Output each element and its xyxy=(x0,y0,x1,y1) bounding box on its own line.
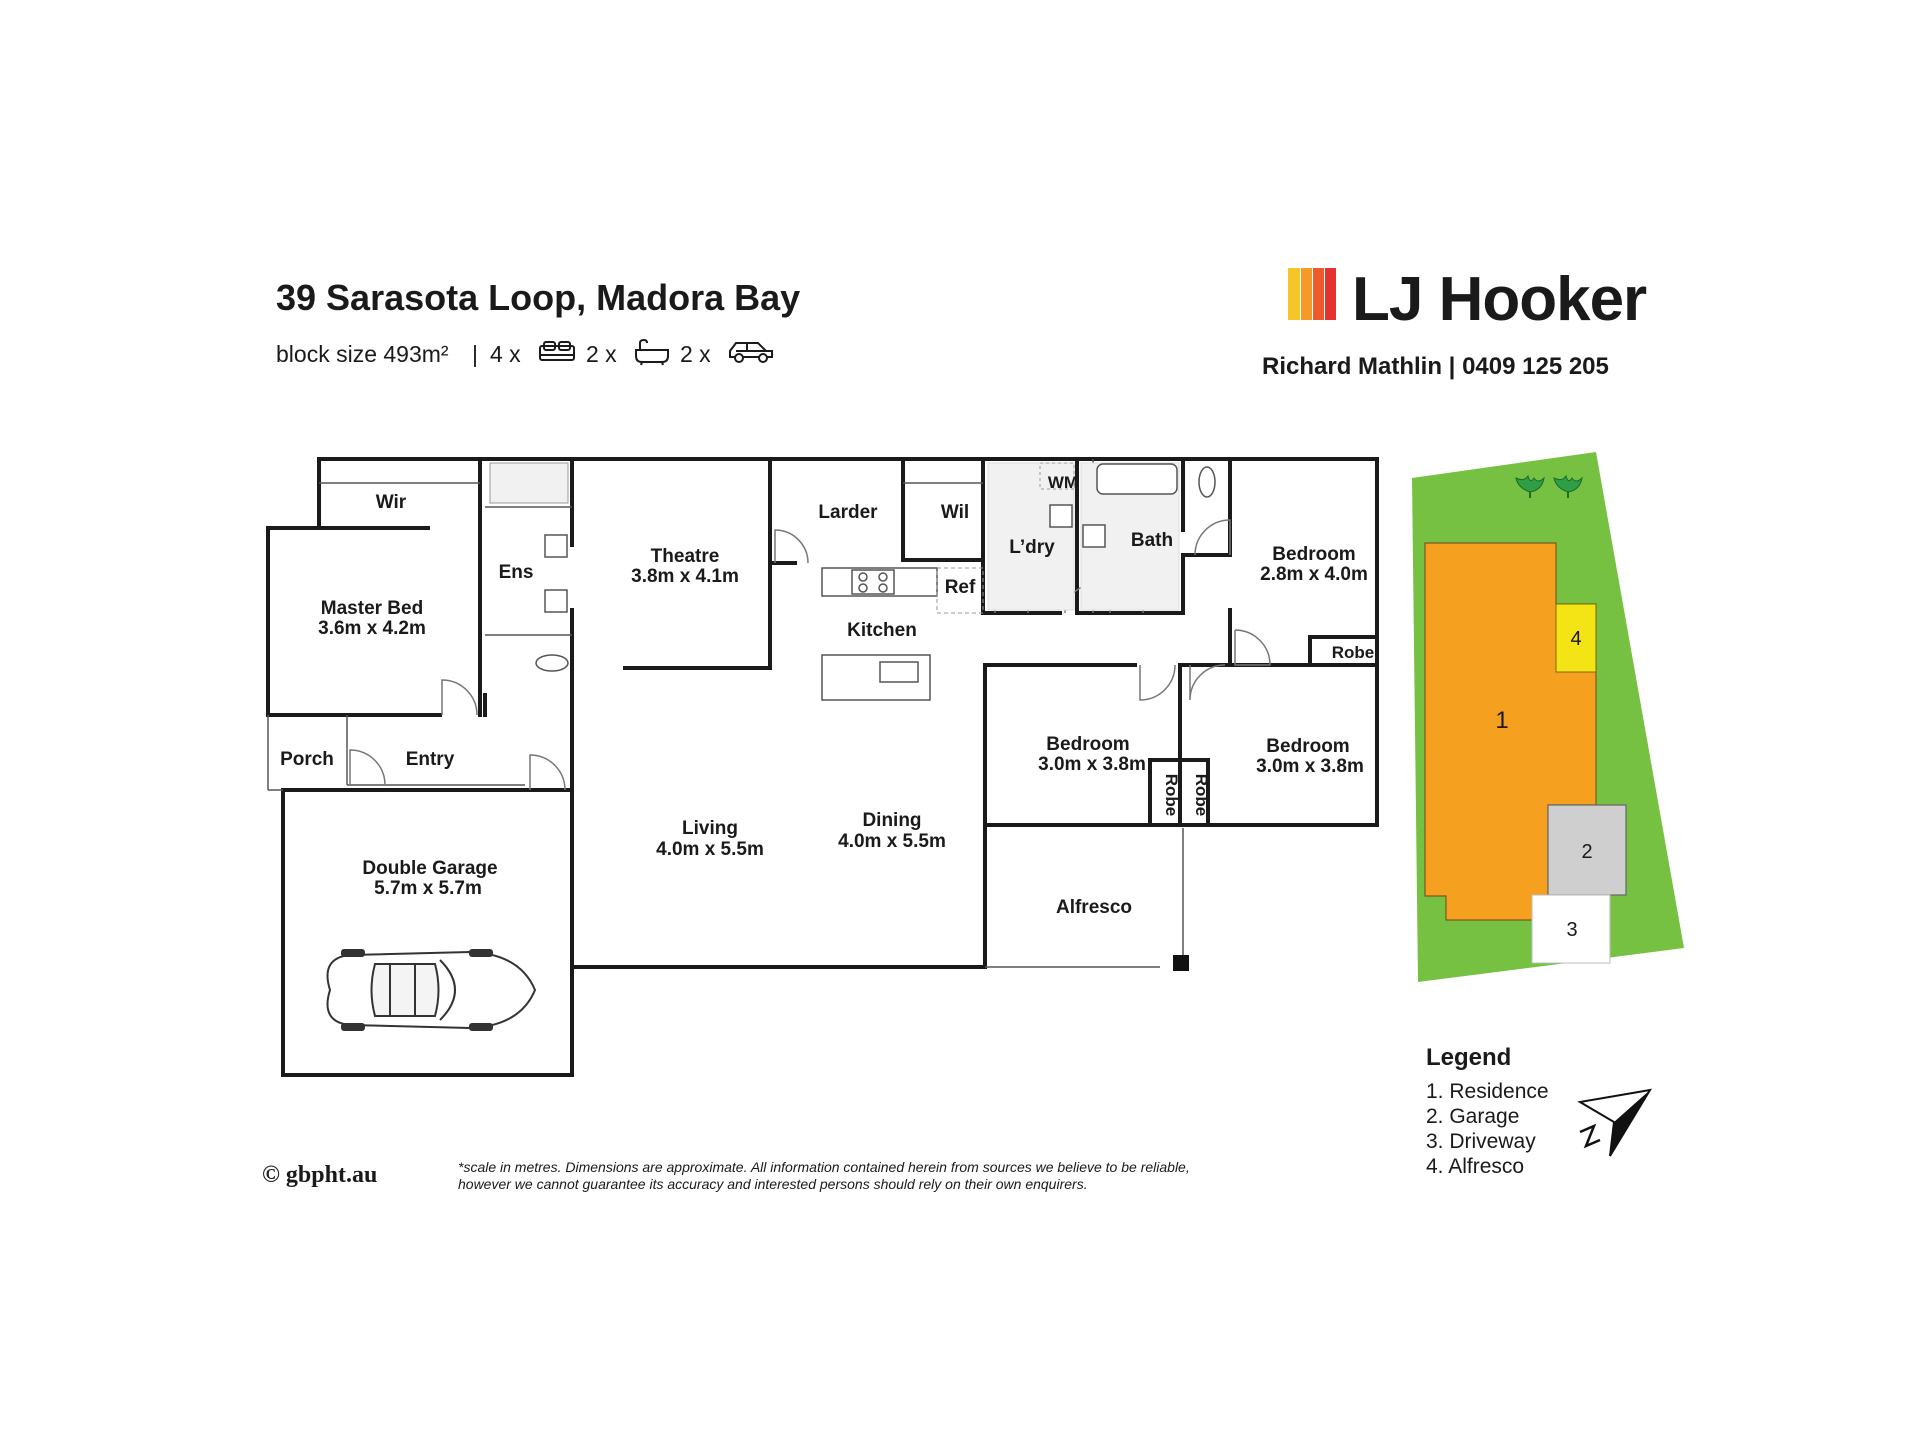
room-robe-b: Robe xyxy=(1192,774,1211,817)
bed-icon xyxy=(539,341,575,361)
room-bedroom-e-name: Bedroom xyxy=(1266,736,1349,757)
brand-color-bars xyxy=(1288,268,1336,320)
site-driveway xyxy=(1531,894,1611,964)
ensuite-vanity-1 xyxy=(544,534,568,558)
car-icon xyxy=(326,949,537,1031)
ensuite-toilet xyxy=(535,654,569,672)
room-larder: Larder xyxy=(818,502,878,523)
brand-logo: LJ Hooker xyxy=(1288,265,1648,334)
legend-title: Legend xyxy=(1426,1044,1511,1071)
site-plan: 1 2 3 4 xyxy=(1412,452,1684,982)
floor-plan: Wir Ens Master Bed 3.6m x 4.2m Theatre 3… xyxy=(266,457,1379,1077)
room-dining-name: Dining xyxy=(862,810,921,831)
room-master-bed-name: Master Bed xyxy=(321,598,423,619)
room-laundry: L’dry xyxy=(1009,537,1055,558)
room-master-bed-dim: 3.6m x 4.2m xyxy=(318,618,426,639)
agent-contact: Richard Mathlin | 0409 125 205 xyxy=(1262,353,1609,380)
laundry-floor xyxy=(987,462,1075,611)
label-washing-machine: WM xyxy=(1048,473,1078,492)
legend-item-garage: 2. Garage xyxy=(1426,1105,1519,1128)
room-porch: Porch xyxy=(280,749,334,770)
disclaimer-line-2: however we cannot guarantee its accuracy… xyxy=(458,1176,1088,1192)
room-bedroom-c-dim: 3.0m x 3.8m xyxy=(1038,754,1146,775)
legend-item-residence: 1. Residence xyxy=(1426,1080,1549,1103)
label-fridge: Ref xyxy=(945,577,976,598)
room-garage-dim: 5.7m x 5.7m xyxy=(374,878,482,899)
brand-bar-1 xyxy=(1288,268,1300,320)
room-bath: Bath xyxy=(1131,530,1173,551)
site-label-4: 4 xyxy=(1570,628,1581,650)
ensuite-shower xyxy=(489,462,569,504)
island-sink xyxy=(879,661,919,683)
copyright: © gbpht.au xyxy=(262,1162,377,1188)
bath-vanity xyxy=(1082,524,1106,548)
room-robe-a: Robe xyxy=(1162,774,1181,817)
room-living-dim: 4.0m x 5.5m xyxy=(656,839,764,860)
tree-icon xyxy=(1515,474,1545,498)
legend: Legend 1. Residence 2. Garage 3. Drivewa… xyxy=(1426,1044,1652,1178)
bath-icon xyxy=(635,338,669,366)
site-alfresco xyxy=(1555,603,1597,673)
site-label-3: 3 xyxy=(1566,919,1577,941)
site-garage xyxy=(1547,804,1627,896)
room-ensuite: Ens xyxy=(499,562,534,583)
north-arrow-icon xyxy=(1577,1088,1652,1157)
room-bedroom-e-dim: 3.0m x 3.8m xyxy=(1256,756,1364,777)
ensuite-vanity-2 xyxy=(544,589,568,613)
alfresco-post xyxy=(1173,955,1189,971)
room-robe-ne: Robe xyxy=(1332,643,1375,662)
room-garage-name: Double Garage xyxy=(362,858,497,879)
room-bedroom-ne-dim: 2.8m x 4.0m xyxy=(1260,564,1368,585)
room-bedroom-c-name: Bedroom xyxy=(1046,734,1129,755)
room-labels: Wir Ens Master Bed 3.6m x 4.2m Theatre 3… xyxy=(280,473,1374,918)
brand-bar-4 xyxy=(1325,268,1336,320)
fixtures xyxy=(489,462,1216,971)
car-icon xyxy=(729,342,773,363)
room-theatre-dim: 3.8m x 4.1m xyxy=(631,566,739,587)
room-theatre-name: Theatre xyxy=(651,546,720,567)
kitchen-cooktop xyxy=(851,569,895,595)
bedroom-count: 4 x xyxy=(490,341,521,367)
laundry-sink xyxy=(1049,504,1073,528)
room-wil: Wil xyxy=(941,502,969,523)
tree-icon xyxy=(1553,474,1583,498)
legend-item-driveway: 3. Driveway xyxy=(1426,1130,1536,1153)
feature-separator: | xyxy=(472,341,478,367)
room-wir: Wir xyxy=(376,492,407,513)
walls xyxy=(266,457,1379,1077)
room-living-name: Living xyxy=(682,818,738,839)
room-entry: Entry xyxy=(406,749,455,770)
block-size: block size 493m² xyxy=(276,341,449,367)
brand-bar-2 xyxy=(1301,268,1312,320)
room-dining-dim: 4.0m x 5.5m xyxy=(838,831,946,852)
room-kitchen: Kitchen xyxy=(847,620,917,641)
bathroom-count: 2 x xyxy=(586,341,617,367)
toilet xyxy=(1198,466,1216,498)
property-features: block size 493m² | 4 x 2 x 2 x xyxy=(276,338,773,367)
site-label-1: 1 xyxy=(1495,707,1508,734)
brand-name: LJ Hooker xyxy=(1352,265,1647,334)
brand-bar-3 xyxy=(1313,268,1324,320)
fridge-space xyxy=(936,567,984,614)
legend-item-alfresco: 4. Alfresco xyxy=(1426,1155,1524,1178)
site-label-2: 2 xyxy=(1581,841,1592,863)
property-address: 39 Sarasota Loop, Madora Bay xyxy=(276,277,800,318)
car-count: 2 x xyxy=(680,341,711,367)
room-bedroom-ne-name: Bedroom xyxy=(1272,544,1355,565)
disclaimer-line-1: *scale in metres. Dimensions are approxi… xyxy=(458,1159,1190,1175)
bathtub xyxy=(1096,463,1178,495)
room-alfresco: Alfresco xyxy=(1056,897,1132,918)
